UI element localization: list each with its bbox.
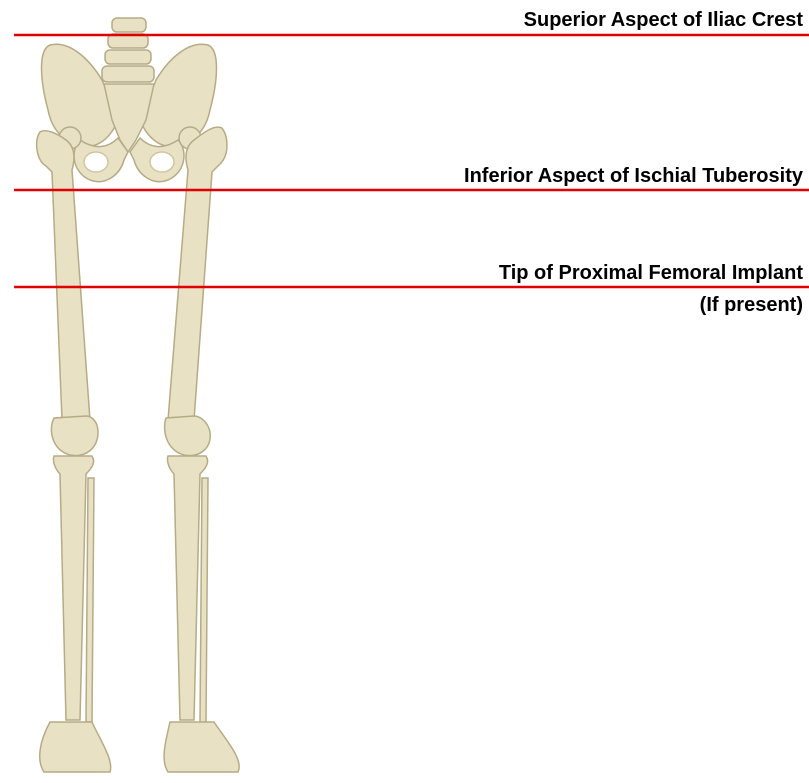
iliac-crest-label: Superior Aspect of Iliac Crest [524,8,803,32]
right-tibia-fibula [164,456,239,772]
lumbar-spine [102,18,154,82]
femoral-implant-note: (If present) [700,293,803,317]
lower-skeleton-illustration [37,18,240,772]
femoral-implant-label: Tip of Proximal Femoral Implant [499,261,803,285]
ischial-tuberosity-label: Inferior Aspect of Ischial Tuberosity [464,164,803,188]
left-tibia-fibula [40,456,111,772]
